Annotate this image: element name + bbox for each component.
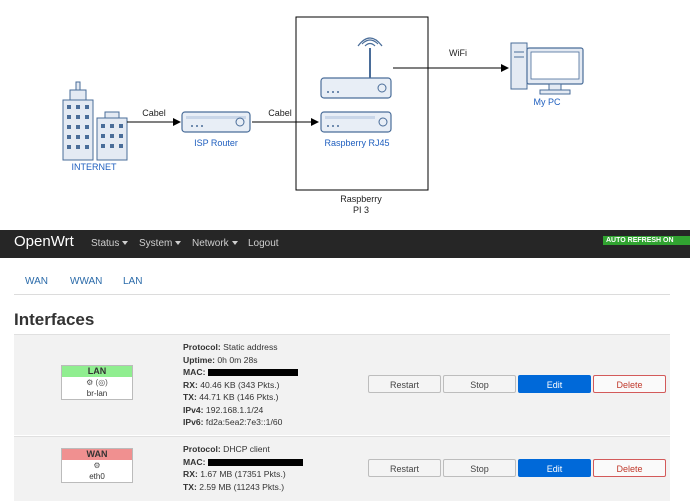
interface-device: br-lan: [86, 389, 108, 398]
info-value: 1.67 MB (17351 Pkts.): [197, 469, 286, 479]
interface-badge-wan: WAN ⚙ eth0: [61, 448, 133, 483]
edit-button[interactable]: Edit: [518, 459, 591, 477]
info-protocol: Protocol: Static address: [183, 341, 298, 354]
interface-status-lan: Protocol: Static address Uptime: 0h 0m 2…: [183, 341, 298, 429]
info-value: DHCP client: [220, 444, 270, 454]
raspberry-rj45-label: Raspberry RJ45: [324, 138, 390, 148]
info-key: MAC:: [183, 456, 206, 467]
chevron-down-icon: [122, 241, 129, 246]
my-pc-label: My PC: [533, 97, 561, 107]
info-key: MAC:: [183, 367, 206, 377]
info-value: 0h 0m 28s: [215, 354, 258, 365]
stop-button[interactable]: Stop: [443, 459, 516, 477]
raspberry-pi-label-line2: PI 3: [352, 205, 370, 215]
info-key: Protocol:: [183, 342, 221, 352]
wifi-router-icon: [320, 37, 392, 99]
info-value: 40.46 KB (343 Pkts.): [197, 379, 280, 390]
tabs-divider: [14, 294, 670, 295]
interface-status-wan: Protocol: DHCP client MAC: RX: 1.67 MB (…: [183, 443, 303, 493]
info-key: TX:: [183, 481, 197, 492]
info-tx: TX: 2.59 MB (11243 Pkts.): [183, 481, 303, 494]
nav-status[interactable]: Status: [91, 238, 129, 249]
wifi-label: WiFi: [449, 48, 467, 58]
info-mac: MAC:: [183, 456, 303, 469]
info-uptime: Uptime: 0h 0m 28s: [183, 354, 298, 367]
diagram-drawing: [62, 16, 584, 191]
nav-status-label: Status: [91, 238, 120, 249]
info-value: 192.168.1.1/24: [203, 404, 264, 415]
internet-label: INTERNET: [71, 162, 117, 172]
top-navbar: OpenWrt Status System Network Logout: [0, 230, 690, 258]
cable-label-1: Cabel: [142, 108, 166, 118]
nav-network[interactable]: Network: [192, 238, 238, 249]
tab-wwan[interactable]: WWAN: [70, 276, 103, 287]
info-key: IPv4:: [183, 404, 204, 415]
nav-system[interactable]: System: [139, 238, 182, 249]
chevron-down-icon: [175, 241, 182, 246]
info-rx: RX: 1.67 MB (17351 Pkts.): [183, 468, 303, 481]
tab-wan[interactable]: WAN: [25, 276, 48, 287]
info-key: RX:: [183, 379, 198, 390]
interface-name: WAN: [62, 449, 132, 460]
edit-button[interactable]: Edit: [518, 375, 591, 393]
isp-router-icon: [181, 111, 251, 133]
info-mac: MAC:: [183, 366, 298, 379]
auto-refresh-badge[interactable]: AUTO REFRESH ON: [603, 236, 690, 245]
nav-logout[interactable]: Logout: [248, 238, 279, 249]
interface-device: eth0: [89, 472, 105, 481]
info-protocol: Protocol: DHCP client: [183, 443, 303, 456]
raspberry-pi-label: Raspberry PI 3: [340, 194, 382, 216]
info-tx: TX: 44.71 KB (146 Pkts.): [183, 391, 298, 404]
tab-lan[interactable]: LAN: [123, 276, 143, 287]
nav-network-label: Network: [192, 238, 229, 249]
info-key: Protocol:: [183, 444, 221, 454]
info-value: 44.71 KB (146 Pkts.): [196, 392, 279, 402]
info-value: 2.59 MB (11243 Pkts.): [196, 481, 285, 492]
nav-system-label: System: [139, 238, 173, 249]
info-value: fd2a:5ea2:7e3::1/60: [203, 417, 283, 427]
cable-label-2: Cabel: [268, 108, 292, 118]
network-device-icon: ⚙: [93, 461, 101, 470]
info-ipv6: IPv6: fd2a:5ea2:7e3::1/60: [183, 416, 298, 429]
network-device-icon: ⚙ (◎): [86, 378, 108, 387]
info-value: Static address: [220, 342, 278, 352]
redacted-mac: [207, 369, 298, 377]
network-diagram: INTERNET Cabel ISP Router Cabel Raspberr…: [0, 0, 690, 230]
restart-button[interactable]: Restart: [368, 375, 441, 393]
info-key: Uptime:: [183, 354, 215, 365]
stop-button[interactable]: Stop: [443, 375, 516, 393]
raspberry-pi-label-line1: Raspberry: [340, 194, 382, 204]
info-ipv4: IPv4: 192.168.1.1/24: [183, 404, 298, 417]
info-key: TX:: [183, 392, 197, 402]
delete-button[interactable]: Delete: [593, 375, 666, 393]
chevron-down-icon: [231, 241, 238, 246]
raspberry-pi-box: [295, 16, 429, 191]
isp-router-label: ISP Router: [194, 138, 238, 148]
interface-badge-lan: LAN ⚙ (◎) br-lan: [61, 365, 133, 400]
info-rx: RX: 40.46 KB (343 Pkts.): [183, 379, 298, 392]
internet-buildings-icon: [62, 81, 128, 161]
interface-row-wan: WAN ⚙ eth0 Protocol: DHCP client MAC: RX…: [14, 436, 670, 501]
info-key: RX:: [183, 469, 198, 479]
nav-logout-label: Logout: [248, 238, 279, 249]
redacted-mac: [207, 458, 303, 466]
delete-button[interactable]: Delete: [593, 459, 666, 477]
page-title: Interfaces: [14, 310, 95, 329]
interface-name: LAN: [62, 366, 132, 377]
info-key: IPv6:: [183, 417, 204, 427]
raspberry-rj45-icon: [320, 111, 392, 133]
interface-row-lan: LAN ⚙ (◎) br-lan Protocol: Static addres…: [14, 334, 670, 435]
brand-logo[interactable]: OpenWrt: [14, 233, 74, 250]
restart-button[interactable]: Restart: [368, 459, 441, 477]
my-pc-icon: [510, 42, 584, 95]
